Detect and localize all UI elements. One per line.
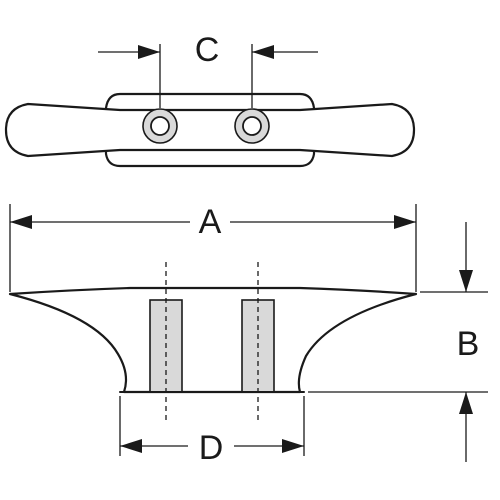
top-view-horn [4,102,416,158]
side-view-horn [8,286,418,394]
dimension-d-label: D [199,429,224,467]
dimension-a: A [9,203,417,292]
dimension-a-label: A [199,203,222,241]
dimension-c-label: C [195,31,220,69]
dimension-b: B [308,222,488,462]
dimension-a-arrow-right [394,215,416,229]
dimension-a-arrow-left [10,215,32,229]
side-view [8,262,418,420]
dimension-d-arrow-right [282,439,304,453]
dimension-b-label: B [457,325,480,363]
dimension-b-arrow-bottom [459,392,473,414]
top-view-hole-left [142,108,178,144]
dimension-b-arrow-top [459,270,473,292]
dimension-d-arrow-left [120,439,142,453]
dimension-c-arrow-left [138,45,160,59]
dimension-d: D [119,396,305,467]
top-view [4,92,416,168]
dimension-c: C [98,31,318,108]
dimension-c-arrow-right [252,45,274,59]
top-view-hole-right [234,108,270,144]
